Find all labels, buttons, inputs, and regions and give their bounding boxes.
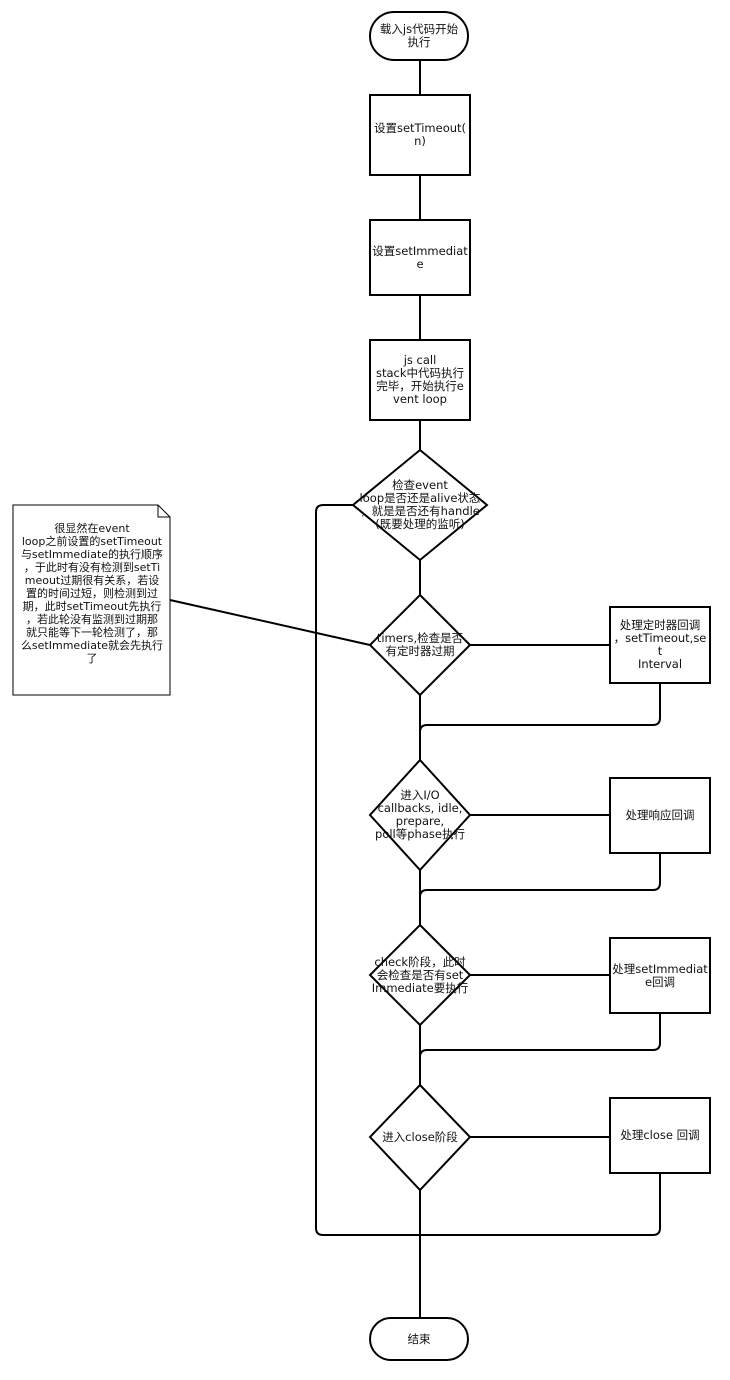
handle-close-label: 处理close 回调 [620, 1128, 700, 1142]
close-phase-decision [368, 1083, 472, 1192]
handle-io-label: 处理响应回调 [625, 808, 695, 822]
io-callbacks-decision [368, 758, 472, 872]
js-call-stack-label: js call stack中代码执行 完毕，开始执行e vent loop [375, 353, 465, 406]
check-phase-decision [368, 923, 472, 1027]
set-immediate-box [369, 219, 471, 296]
handle-io-box [609, 777, 711, 854]
check-alive-label: 检查event loop是否还是alive状态 ，就是是否还有handle (既… [359, 478, 481, 531]
return-io-handler [419, 853, 661, 898]
start-terminator [369, 11, 469, 61]
note-fold [157, 505, 170, 518]
set-timeout-label: 设置setTimeout( n) [373, 121, 467, 148]
return-timers-handler [419, 683, 661, 733]
handle-immediate-box [609, 937, 711, 1014]
start-label: 载入js代码开始 执行 [379, 22, 459, 49]
set-timeout-box [369, 94, 471, 176]
note-label: 很显然在event loop之前设置的setTimeout 与setImmedi… [20, 522, 164, 665]
handle-timers-box [609, 606, 711, 684]
end-label: 结束 [407, 1331, 431, 1346]
check-phase-label: check阶段，此时 会检查是否有set Immediate要执行 [371, 954, 469, 995]
loop-back-connector [315, 504, 661, 1236]
handle-timers-label: 处理定时器回调 ，setTimeout,set Interval [613, 618, 707, 671]
end-terminator [369, 1317, 469, 1361]
timers-label: timers,检查是否 有定时器过期 [376, 631, 464, 658]
set-immediate-label: 设置setImmediate [372, 243, 468, 271]
js-call-stack-box [369, 339, 471, 421]
handle-immediate-label: 处理setImmediat e回调 [612, 961, 708, 989]
note-shape [12, 504, 171, 696]
timers-decision [368, 593, 472, 697]
io-callbacks-label: 进入I/O callbacks, idle, prepare, poll等pha… [375, 788, 465, 841]
handle-close-box [609, 1097, 711, 1174]
check-alive-decision [351, 448, 489, 562]
close-phase-label: 进入close阶段 [382, 1129, 458, 1144]
note-leader-line [169, 599, 371, 646]
return-immediate-handler [419, 1013, 661, 1058]
